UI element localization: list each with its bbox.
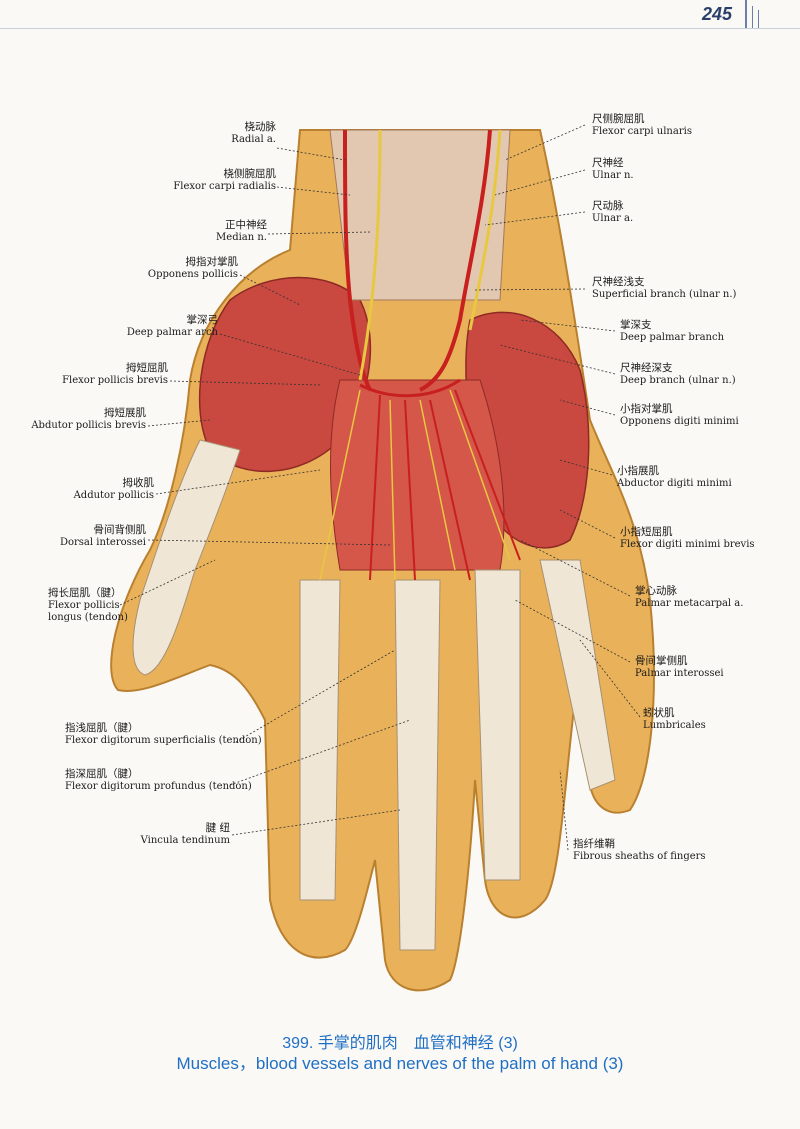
leader-lines-right <box>474 124 641 851</box>
thumb-tendon <box>132 439 241 676</box>
label-flexor-digitorum-profundus: 指深屈肌（腱）Flexor digitorum profundus (tendo… <box>65 768 252 792</box>
metacarpal-arteries <box>369 389 521 581</box>
deep-palmar-arch-vessel <box>359 378 461 398</box>
forearm-tendons <box>329 129 511 301</box>
radial-artery <box>343 129 372 391</box>
little-finger-tendon <box>539 559 616 791</box>
leader-lines-left <box>119 147 411 836</box>
header-rule-horizontal <box>0 28 800 29</box>
figure-caption-en: Muscles，blood vessels and nerves of the … <box>176 1054 624 1073</box>
figure-caption-zh: 399. 手掌的肌肉 血管和神经 (3) <box>282 1035 518 1052</box>
middle-finger-tendon <box>394 579 441 951</box>
header-rule-thin <box>752 6 753 28</box>
header-rule-thick <box>745 0 747 28</box>
header-rule-thin-2 <box>758 10 759 28</box>
ulnar-artery <box>419 129 492 392</box>
label-flexor-digitorum-superficialis: 指浅屈肌（腱）Flexor digitorum superficialis (t… <box>65 722 262 746</box>
digital-nerves <box>319 389 511 581</box>
index-finger-tendon <box>299 579 341 901</box>
ulnar-nerve <box>468 129 502 331</box>
ring-finger-tendon <box>474 569 521 881</box>
median-nerve <box>358 129 382 381</box>
page-number: 245 <box>701 4 732 24</box>
